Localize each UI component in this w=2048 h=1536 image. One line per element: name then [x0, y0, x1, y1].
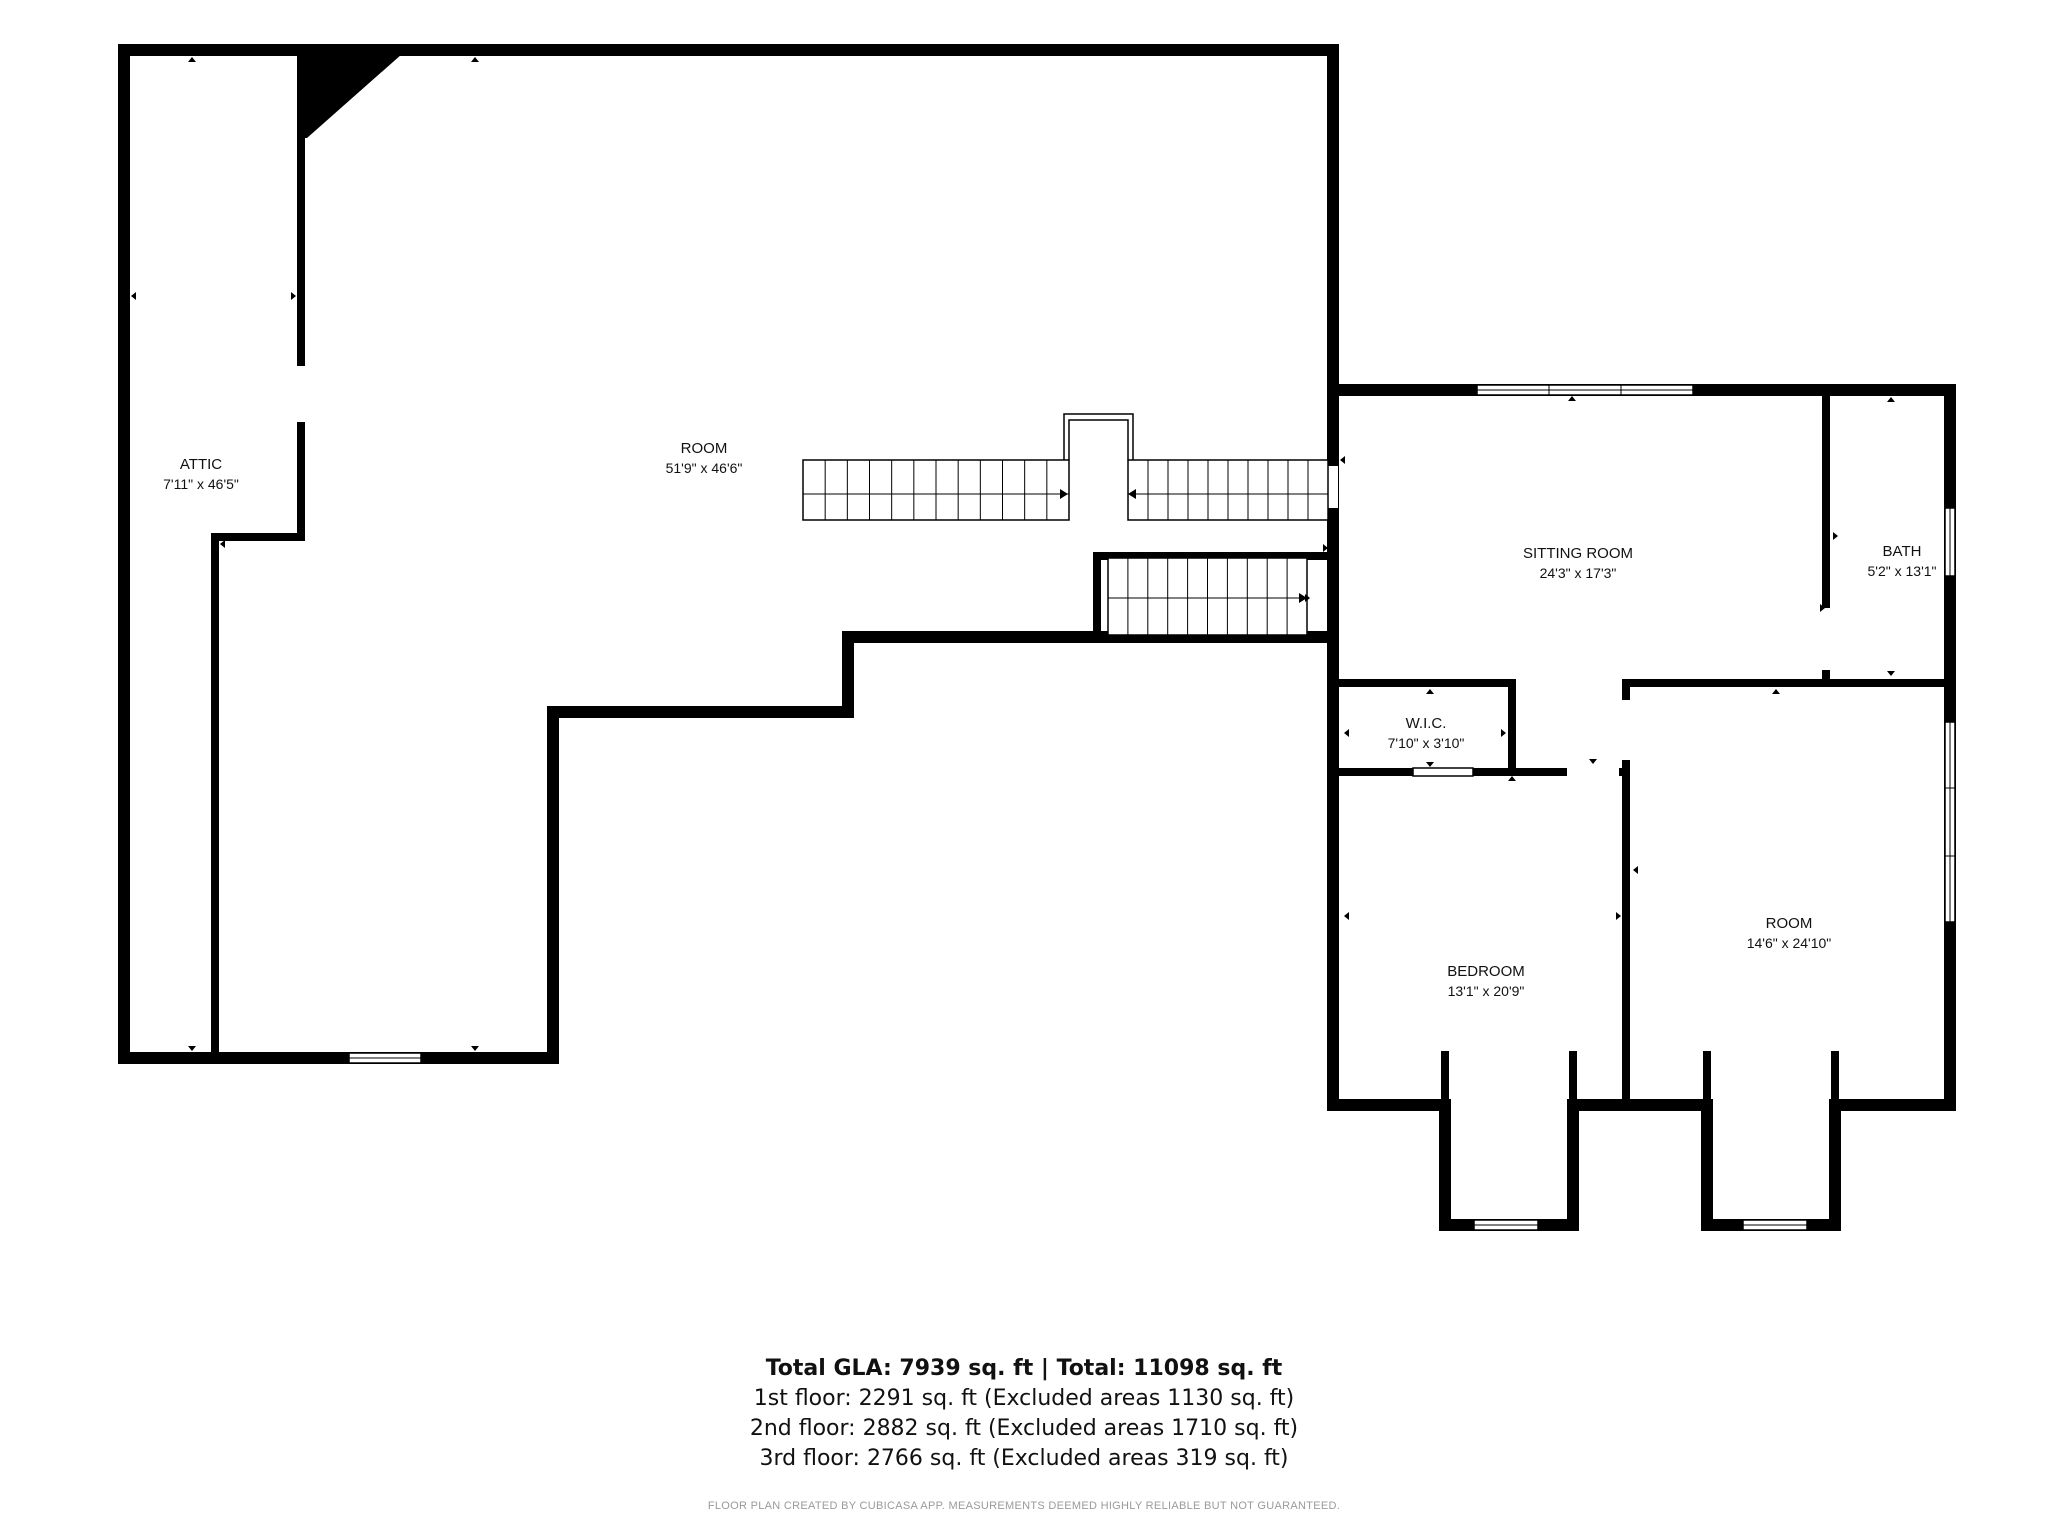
window-sitting-top	[1476, 384, 1694, 396]
room-label-bedroom: BEDROOM	[1447, 963, 1525, 980]
room-label-sitting-room: SITTING ROOM	[1523, 545, 1633, 562]
stair-run-left	[802, 459, 1070, 521]
left-block-outer-wall	[118, 44, 1339, 1064]
bedroom-doorway	[1567, 767, 1619, 777]
stair-landing-inner	[1068, 419, 1129, 460]
room-dims-bath: 5'2" x 13'1"	[1868, 563, 1937, 579]
room-dims-room-right: 14'6" x 24'10"	[1747, 935, 1832, 951]
room-label-wic: W.I.C.	[1406, 715, 1447, 732]
attic-doorway	[296, 366, 306, 422]
window-bedroom-bay	[1473, 1219, 1539, 1231]
room-dims-room-large: 51'9" x 46'6"	[666, 460, 743, 476]
window-room-right	[1944, 721, 1956, 923]
floor1-area: 1st floor: 2291 sq. ft (Excluded areas 1…	[753, 1386, 1295, 1411]
window-room-bay	[1742, 1219, 1808, 1231]
right-room-doorway	[1621, 700, 1631, 760]
room-label-bath: BATH	[1883, 543, 1922, 560]
area-summary: Total GLA: 7939 sq. ft | Total: 11098 sq…	[0, 1354, 2048, 1474]
window-left-bottom	[348, 1052, 422, 1064]
window-bath-right	[1944, 507, 1956, 577]
floor3-area: 3rd floor: 2766 sq. ft (Excluded areas 3…	[759, 1446, 1289, 1471]
wic-door	[1412, 767, 1474, 777]
room-label-room-right: ROOM	[1766, 915, 1813, 932]
total-area: Total GLA: 7939 sq. ft | Total: 11098 sq…	[765, 1356, 1283, 1381]
stair-opening	[1328, 466, 1338, 508]
right-block-outer-wall	[1327, 384, 1956, 1231]
room-dims-sitting-room: 24'3" x 17'3"	[1540, 565, 1617, 581]
bath-doorway	[1821, 608, 1831, 670]
room-dims-wic: 7'10" x 3'10"	[1388, 735, 1465, 751]
stair-run-right	[1127, 459, 1329, 521]
stair-hall-wall	[1093, 552, 1337, 641]
room-dims-attic: 7'11" x 46'5"	[163, 476, 239, 492]
room-dims-bedroom: 13'1" x 20'9"	[1448, 983, 1525, 999]
dimension-ticks	[131, 57, 1895, 1051]
disclaimer: FLOOR PLAN CREATED BY CUBICASA APP. MEAS…	[707, 1500, 1341, 1512]
floor2-area: 2nd floor: 2882 sq. ft (Excluded areas 1…	[749, 1416, 1299, 1441]
chimney-corner	[301, 54, 402, 138]
wic-wall	[1333, 679, 1516, 776]
stair-landing	[1063, 413, 1134, 460]
room-label-room-large: ROOM	[681, 440, 728, 457]
stair-run-lower	[1107, 557, 1308, 636]
room-label-attic: ATTIC	[180, 456, 222, 473]
attic-inner-wall	[211, 50, 305, 1058]
